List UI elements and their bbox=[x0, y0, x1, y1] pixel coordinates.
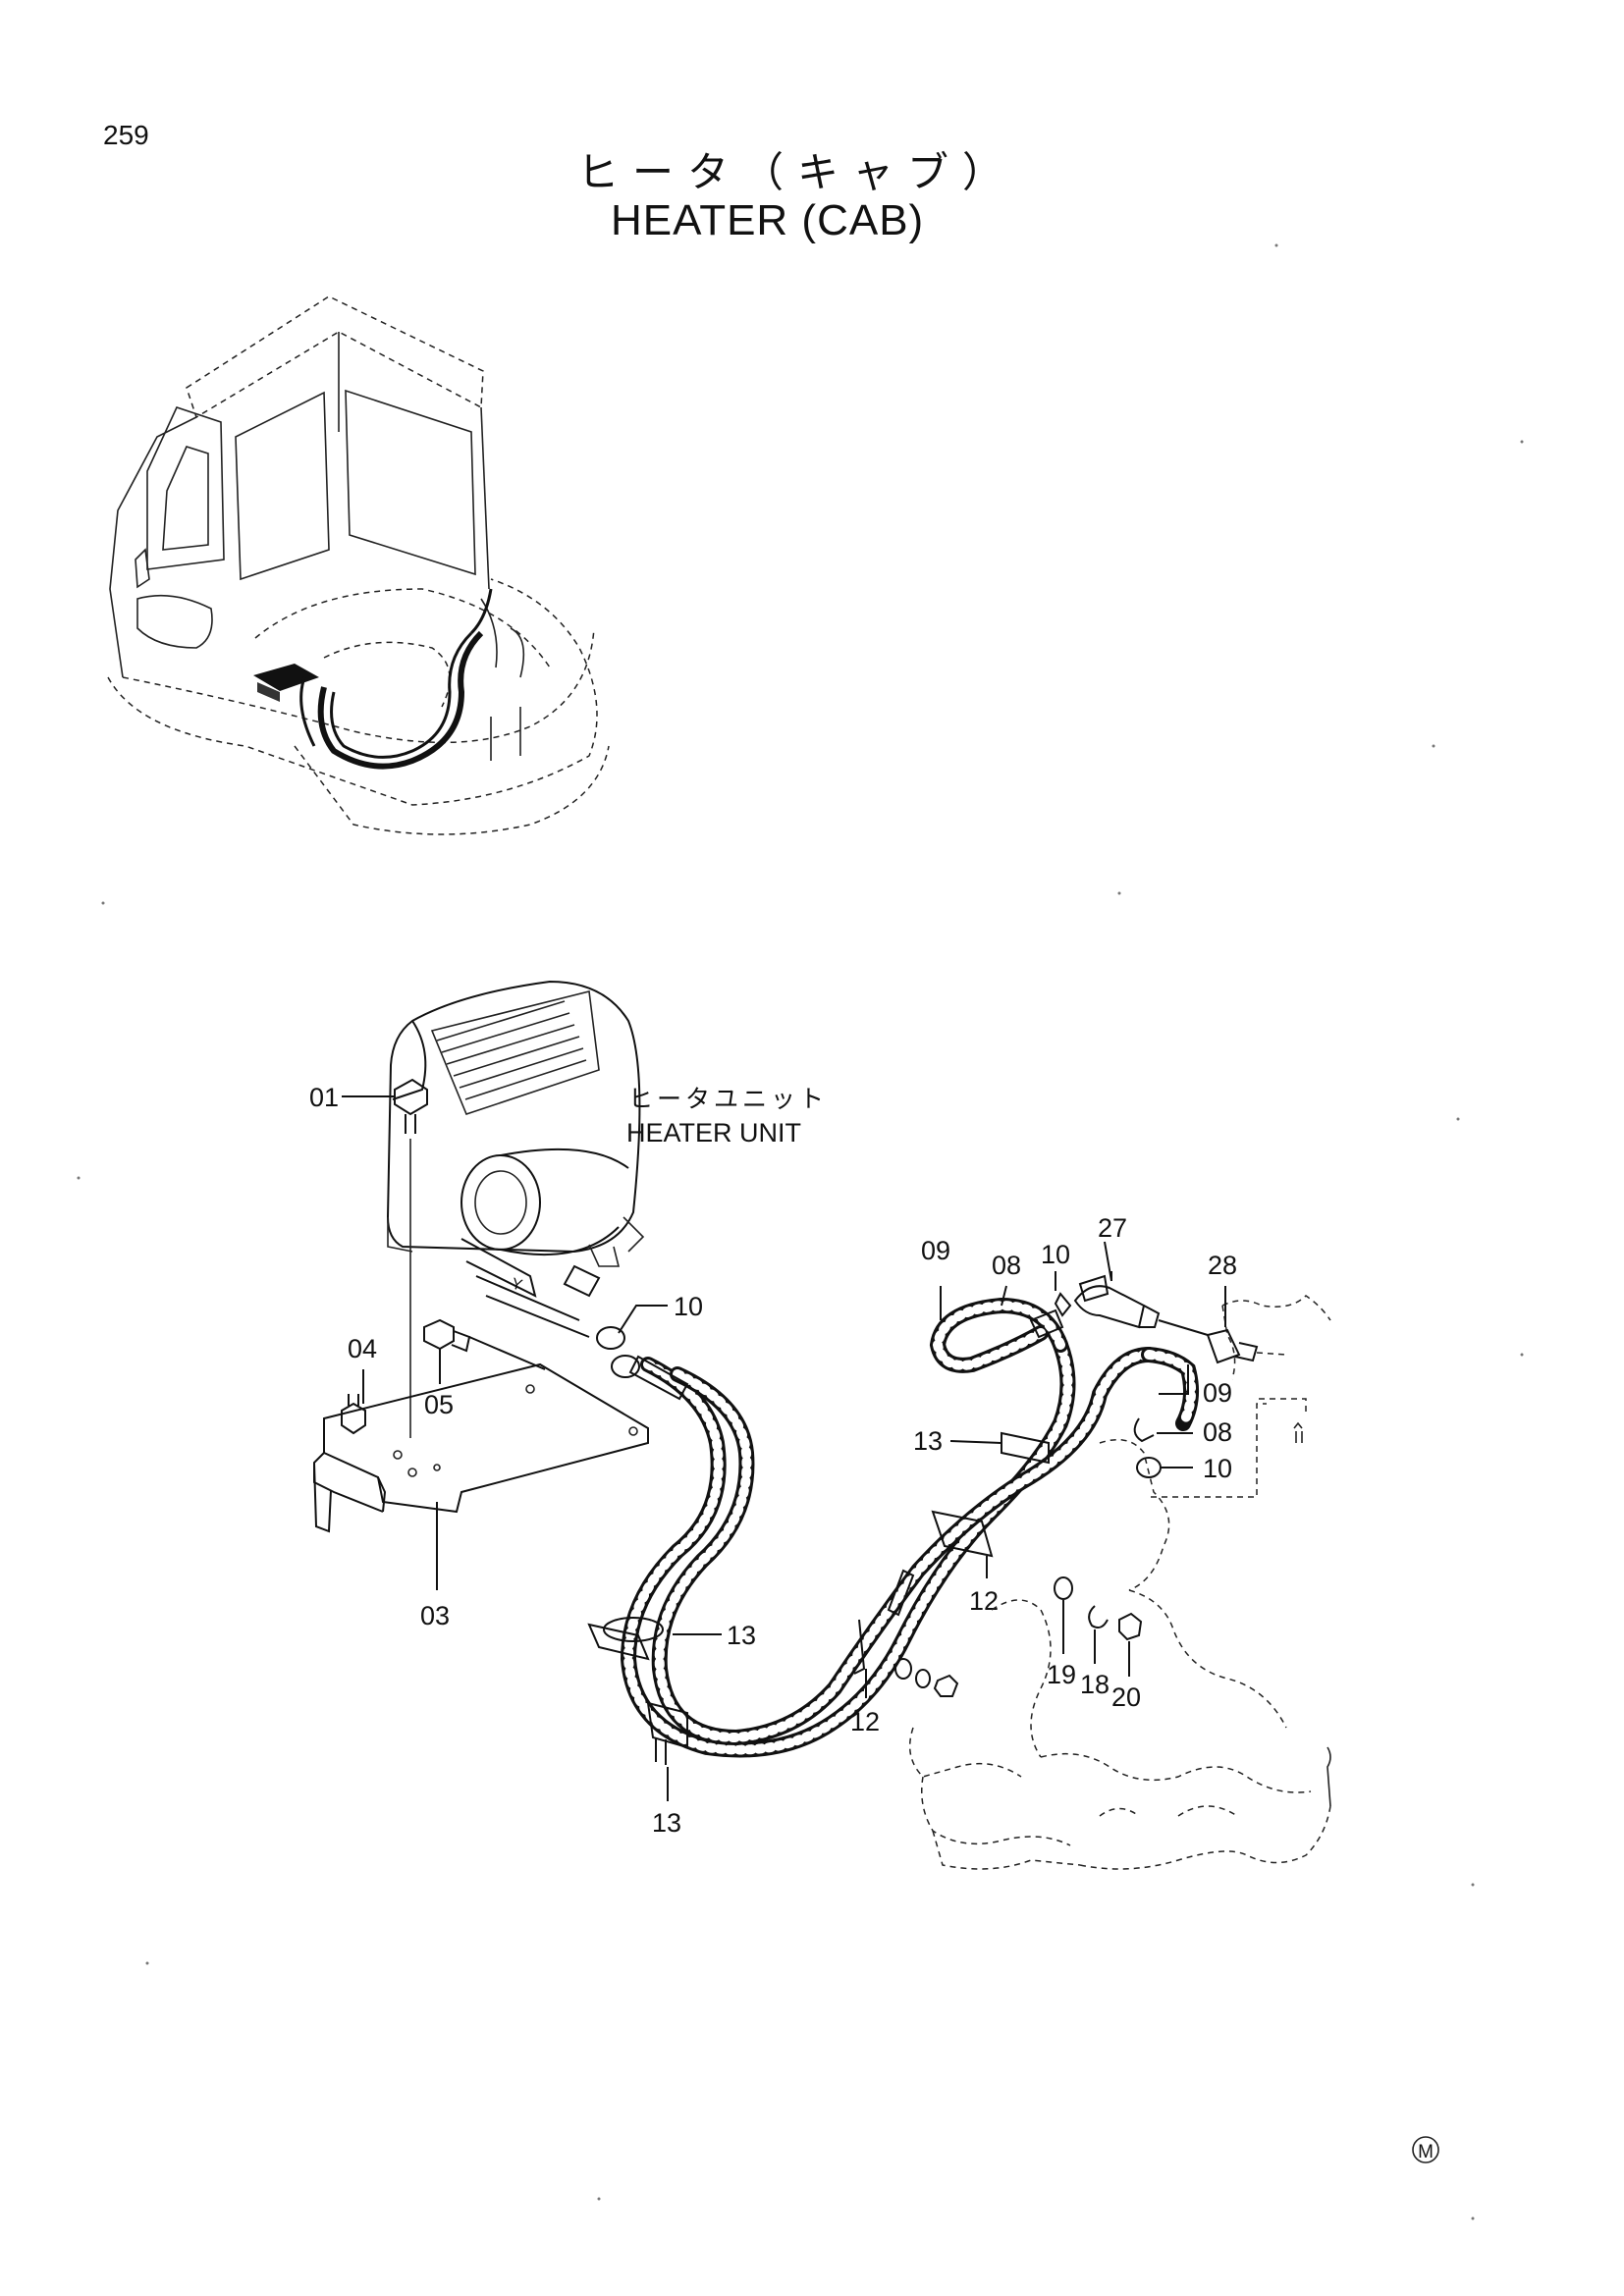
heater-unit: Y bbox=[386, 980, 645, 1338]
callout-10-upper: 10 bbox=[674, 1292, 703, 1321]
cock-valve-28 bbox=[1206, 1328, 1287, 1364]
page-number: 259 bbox=[103, 120, 149, 150]
hose-clamp-10-top bbox=[1054, 1292, 1072, 1317]
heater-unit-label-japanese: ヒータユニット bbox=[628, 1085, 828, 1113]
lockwasher-18 bbox=[1088, 1605, 1109, 1629]
washer-19 bbox=[1054, 1576, 1073, 1600]
callout-03: 03 bbox=[420, 1601, 450, 1630]
callout-20: 20 bbox=[1111, 1682, 1141, 1712]
revision-mark-letter: M bbox=[1418, 2142, 1434, 2163]
page-title-english: HEATER (CAB) bbox=[611, 196, 925, 244]
callout-08-right: 08 bbox=[1203, 1417, 1232, 1447]
callout-09-right: 09 bbox=[1203, 1378, 1232, 1408]
bolt-05 bbox=[423, 1318, 546, 1370]
callout-18: 18 bbox=[1080, 1670, 1110, 1699]
svg-text:Y: Y bbox=[510, 1275, 524, 1294]
callout-08-upper: 08 bbox=[992, 1251, 1021, 1280]
hose-clamp-10-right bbox=[1136, 1457, 1162, 1478]
callout-04: 04 bbox=[348, 1334, 377, 1363]
heater-unit-label-english: HEATER UNIT bbox=[626, 1118, 801, 1148]
hose-clamps-13 bbox=[587, 1431, 1050, 1765]
callout-10-top: 10 bbox=[1041, 1240, 1070, 1269]
hose-end-fitting bbox=[628, 1355, 689, 1401]
callout-09-upper: 09 bbox=[921, 1236, 950, 1265]
callout-05: 05 bbox=[424, 1390, 454, 1419]
engine-outline bbox=[908, 1295, 1331, 1870]
callout-12-upper: 12 bbox=[969, 1586, 999, 1616]
hose-clamp-10-upper bbox=[596, 1305, 668, 1378]
nut-20 bbox=[1118, 1612, 1143, 1641]
callout-19: 19 bbox=[1047, 1660, 1076, 1689]
bracket-12-lower bbox=[853, 1619, 866, 1675]
bolt-01 bbox=[394, 1078, 428, 1438]
revision-mark bbox=[1412, 2136, 1439, 2163]
scan-speckles bbox=[77, 243, 1524, 2220]
bolt-04 bbox=[341, 1394, 366, 1435]
bracket-plate-03 bbox=[313, 1362, 649, 1533]
callout-10-right: 10 bbox=[1203, 1454, 1232, 1483]
hose-08-right bbox=[1133, 1417, 1155, 1443]
callout-12-lower: 12 bbox=[850, 1707, 880, 1736]
callout-28: 28 bbox=[1208, 1251, 1237, 1280]
callout-27: 27 bbox=[1098, 1213, 1127, 1243]
alternate-group-box bbox=[1151, 1398, 1307, 1498]
callout-13-left: 13 bbox=[727, 1621, 756, 1650]
page-title-japanese: ヒータ（キャブ） bbox=[577, 148, 1018, 196]
callout-13-right: 13 bbox=[913, 1426, 943, 1456]
cab-overview-illustration bbox=[107, 295, 610, 835]
elbow-fitting-27 bbox=[1073, 1274, 1209, 1336]
callout-13-bottom: 13 bbox=[652, 1808, 681, 1838]
callout-01: 01 bbox=[309, 1083, 339, 1112]
